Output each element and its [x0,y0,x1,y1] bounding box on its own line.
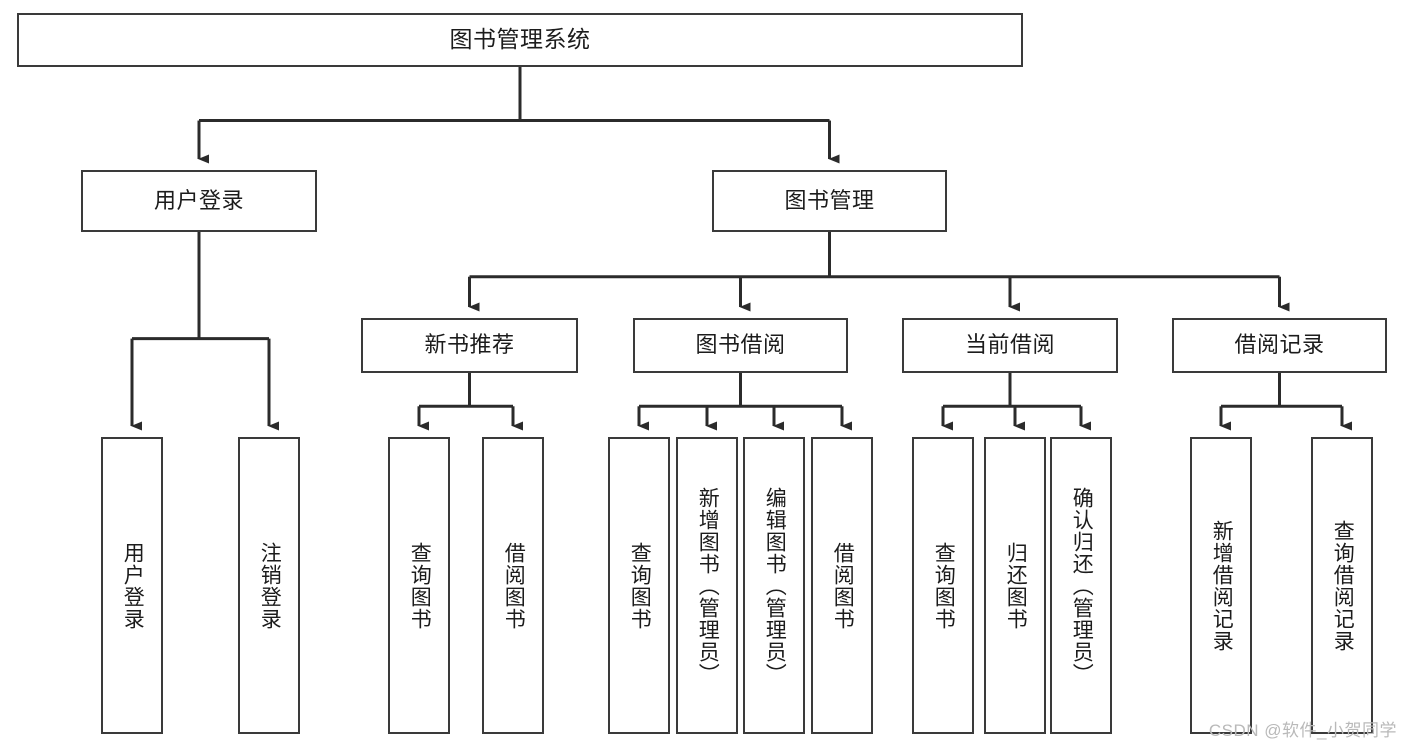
node-leaf-add-book[interactable]: 新增图书（管理员） [676,437,738,734]
node-label: 用户登录 [121,541,145,630]
node-label: 查询图书 [628,541,652,630]
node-label: 查询图书 [408,541,432,630]
node-label: 用户登录 [153,187,244,213]
node-label: 借阅图书 [831,541,855,630]
node-leaf-query-record[interactable]: 查询借阅记录 [1311,437,1373,734]
node-label: 查询图书 [932,541,956,630]
node-leaf-borrow-book-2[interactable]: 借阅图书 [811,437,873,734]
node-label: 图书管理系统 [449,26,591,53]
node-label: 图书管理 [784,187,875,213]
csdn-watermark: CSDN @软件_小贺同学 [1208,721,1397,740]
node-label: 注销登录 [258,541,282,630]
node-leaf-add-record[interactable]: 新增借阅记录 [1190,437,1252,734]
node-label: 图书借阅 [695,332,786,358]
node-label: 新增图书（管理员） [696,486,720,685]
node-leaf-user-login[interactable]: 用户登录 [101,437,163,734]
node-leaf-query-book-1[interactable]: 查询图书 [388,437,450,734]
node-user-login[interactable]: 用户登录 [81,170,317,232]
node-label: 借阅图书 [502,541,526,630]
node-label: 归还图书 [1004,541,1028,630]
node-new-book-recommend[interactable]: 新书推荐 [361,318,578,373]
node-label: 新增借阅记录 [1210,519,1234,652]
node-leaf-borrow-book-1[interactable]: 借阅图书 [482,437,544,734]
node-leaf-query-book-3[interactable]: 查询图书 [912,437,974,734]
node-label: 新书推荐 [424,332,515,358]
node-leaf-confirm-return[interactable]: 确认归还（管理员） [1050,437,1112,734]
node-leaf-return-book[interactable]: 归还图书 [984,437,1046,734]
node-leaf-edit-book[interactable]: 编辑图书（管理员） [743,437,805,734]
node-label: 查询借阅记录 [1331,519,1355,652]
node-label: 借阅记录 [1234,332,1325,358]
node-root[interactable]: 图书管理系统 [17,13,1023,67]
node-label: 编辑图书（管理员） [763,486,787,685]
node-current-borrow[interactable]: 当前借阅 [902,318,1118,373]
node-label: 当前借阅 [964,332,1055,358]
node-book-borrow[interactable]: 图书借阅 [633,318,848,373]
node-borrow-record[interactable]: 借阅记录 [1172,318,1387,373]
node-leaf-query-book-2[interactable]: 查询图书 [608,437,670,734]
node-label: 确认归还（管理员） [1070,486,1094,685]
node-leaf-logout[interactable]: 注销登录 [238,437,300,734]
node-book-management[interactable]: 图书管理 [712,170,947,232]
